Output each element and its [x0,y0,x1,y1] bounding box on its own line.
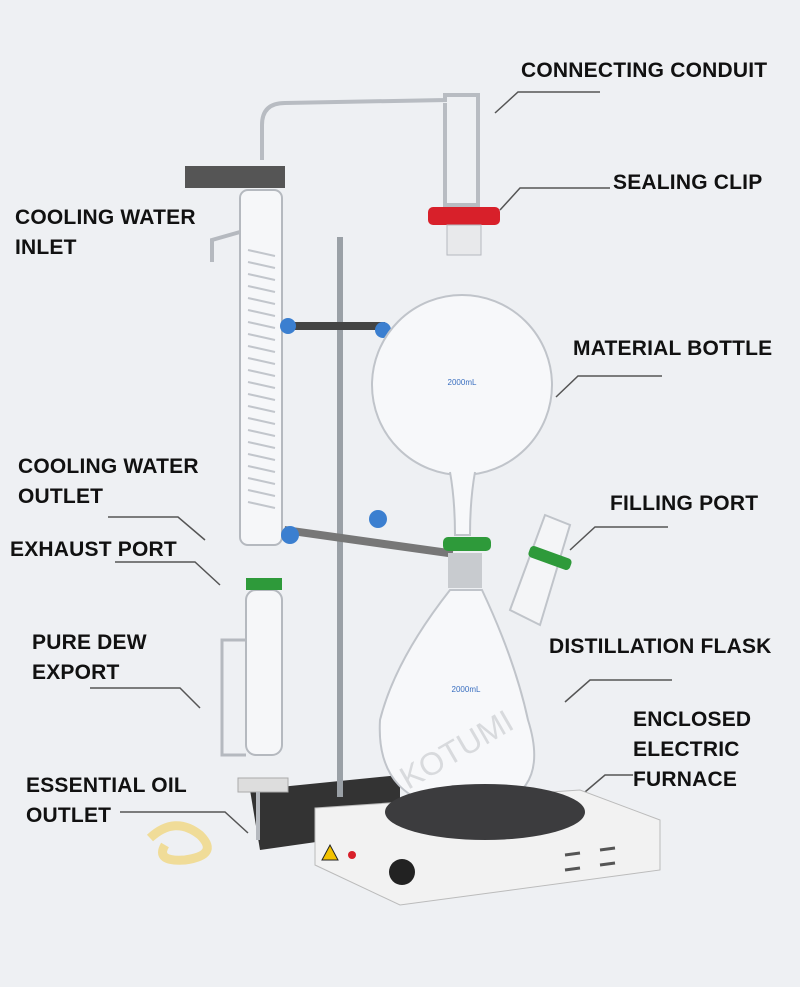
label-connecting-conduit: CONNECTING CONDUIT [521,59,768,82]
label-line: COOLING WATER [18,455,199,478]
bottle-stem [449,471,476,536]
cooling-water-inlet-tube [210,230,241,262]
bottle-neck [446,224,482,256]
capacity-label-lower: 2000mL [452,685,481,694]
temperature-knob [389,859,415,885]
condenser-coil [247,249,276,509]
label-sealing-clip: SEALING CLIP [613,171,763,194]
knob [369,510,387,528]
label-line: OUTLET [18,485,104,508]
label-line: PURE DEW [32,631,147,654]
leader-lines [90,91,672,834]
stand-rod [337,237,343,797]
pure-dew-export-tube [220,638,246,757]
warning-icon [321,843,339,861]
clamp-arm [283,526,454,558]
label-line: ELECTRIC [633,738,740,761]
capacity-label-upper: 2000mL [448,378,477,387]
label-enclosed-electric-furnace: ENCLOSED ELECTRIC FURNACE [633,705,751,795]
label-line: EXPORT [32,661,120,684]
label-distillation-flask: DISTILLATION FLASK [549,635,772,658]
oil-water-separator [245,589,283,756]
label-line: ENCLOSED [633,708,752,731]
joint-clamp [448,553,482,588]
clamp-arm [285,322,385,330]
label-filling-port: FILLING PORT [610,492,759,515]
hot-plate [385,784,585,840]
filling-port [508,513,572,627]
indicator-light [348,851,356,859]
label-line: COOLING WATER [15,206,196,229]
condenser [239,189,283,546]
knob [281,526,299,544]
green-clip [528,545,572,571]
knob [280,318,296,334]
sealing-clip [428,207,500,225]
rubber-tube [146,821,212,865]
label-line: OUTLET [26,804,112,827]
label-essential-oil-outlet: ESSENTIAL OIL OUTLET [26,771,187,831]
green-clip [443,537,491,551]
vent-slots [564,846,616,872]
stopcock [237,777,289,793]
label-pure-dew-export: PURE DEW EXPORT [32,628,147,688]
condenser-clamp [185,166,285,188]
label-line: FURNACE [633,768,738,791]
label-line: ESSENTIAL OIL [26,774,187,797]
label-cooling-water-inlet: COOLING WATER INLET [15,203,196,263]
label-material-bottle: MATERIAL BOTTLE [573,337,773,360]
connecting-conduit [260,93,480,207]
green-clip [246,578,282,590]
label-line: INLET [15,236,77,259]
label-exhaust-port: EXHAUST PORT [10,538,177,561]
label-cooling-water-outlet: COOLING WATER OUTLET [18,452,199,512]
